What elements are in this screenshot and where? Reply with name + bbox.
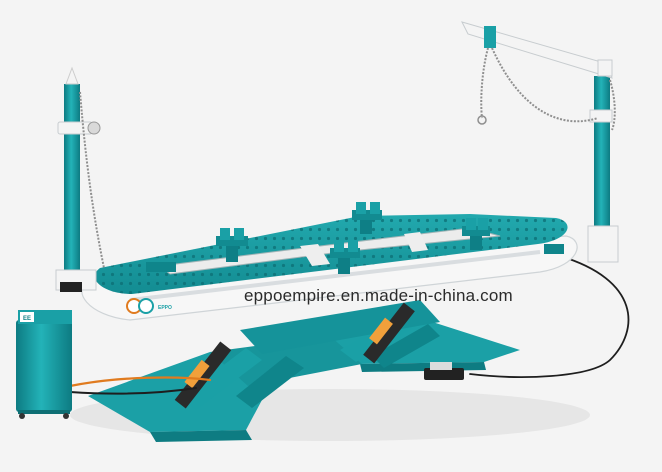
brand-badge: EPPO [126, 298, 172, 314]
step-plate [146, 262, 176, 272]
sill-clamp-1 [216, 228, 248, 262]
hydraulic-hoses [68, 255, 630, 395]
right-pulling-tower [461, 21, 619, 263]
step-plate [544, 244, 564, 254]
sill-clamp-3 [330, 240, 360, 274]
svg-text:EPPO: EPPO [158, 305, 172, 311]
sill-clamp-2 [352, 202, 382, 234]
left-pulling-tower [55, 66, 105, 292]
foot-pump [424, 362, 464, 380]
svg-text:EE: EE [23, 316, 31, 322]
watermark-text: eppoempire.en.made-in-china.com [244, 286, 513, 305]
hydraulic-pump-unit: EE [16, 310, 72, 419]
sill-clamp-4 [462, 218, 490, 250]
hydraulic-cylinder-left [174, 341, 232, 409]
hydraulic-cylinder-right [363, 302, 415, 364]
platform-frame [81, 235, 578, 321]
